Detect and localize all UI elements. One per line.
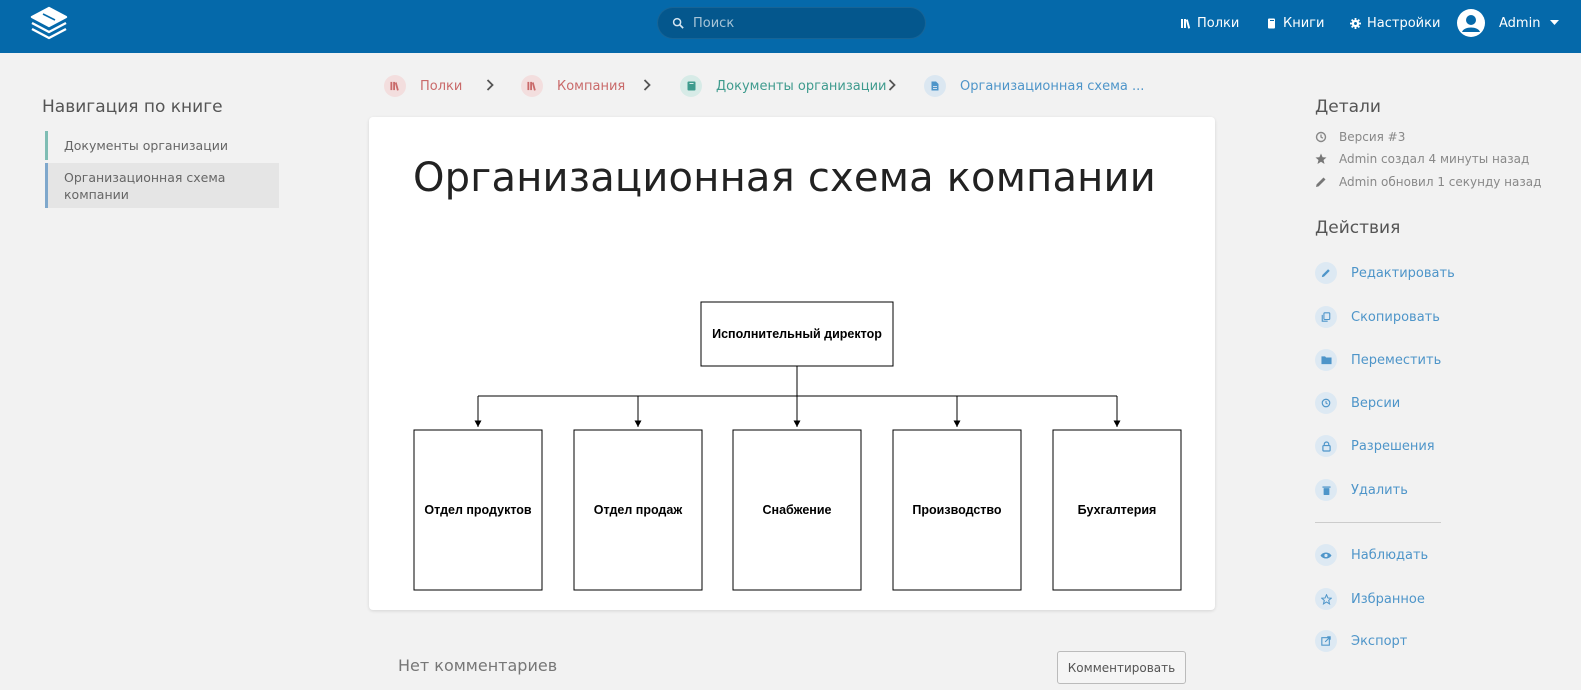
breadcrumb-book[interactable]: Документы организации bbox=[680, 74, 887, 98]
star-icon bbox=[1315, 588, 1337, 610]
page-content-card: Организационная схема компании Исполните… bbox=[369, 117, 1215, 610]
book-nav-item-chapter[interactable]: Документы организации bbox=[45, 131, 279, 160]
org-chart-department-box bbox=[1052, 429, 1182, 591]
action-label: Экспорт bbox=[1351, 633, 1408, 649]
folder-icon bbox=[1315, 349, 1337, 371]
action-label: Избранное bbox=[1351, 591, 1425, 607]
header-nav-label: Книги bbox=[1283, 15, 1325, 31]
org-chart-department-label: Отдел продаж bbox=[594, 503, 683, 517]
search-box[interactable] bbox=[657, 7, 926, 39]
copy-action[interactable]: Скопировать bbox=[1315, 306, 1440, 328]
page-title: Организационная схема компании bbox=[413, 155, 1156, 201]
history-icon bbox=[1315, 131, 1327, 143]
breadcrumb-shelf[interactable]: Компания bbox=[521, 74, 625, 98]
user-menu[interactable]: Admin bbox=[1457, 9, 1560, 37]
org-chart-department-box bbox=[573, 429, 703, 591]
breadcrumb-label: Полки bbox=[420, 78, 463, 94]
org-chart-root-label: Исполнительный директор bbox=[712, 327, 882, 341]
watch-action[interactable]: Наблюдать bbox=[1315, 544, 1428, 566]
org-chart-department-label: Производство bbox=[912, 503, 1002, 517]
header-nav-settings[interactable]: Настройки bbox=[1350, 0, 1440, 46]
edit-action[interactable]: Редактировать bbox=[1315, 262, 1455, 284]
user-name: Admin bbox=[1499, 15, 1541, 31]
action-label: Удалить bbox=[1351, 482, 1408, 498]
detail-updated: Admin обновил 1 секунду назад bbox=[1315, 175, 1541, 189]
chevron-right-icon bbox=[888, 79, 896, 91]
pencil-icon bbox=[1315, 262, 1337, 284]
book-nav-label: Организационная схема компании bbox=[64, 170, 226, 202]
gear-icon bbox=[1350, 17, 1361, 29]
action-label: Редактировать bbox=[1351, 265, 1455, 281]
shelf-icon bbox=[521, 75, 543, 97]
header-nav-label: Полки bbox=[1197, 15, 1240, 31]
actions-divider bbox=[1315, 522, 1441, 523]
top-header: Полки Книги Настройки Admin bbox=[0, 0, 1581, 53]
actions-title: Действия bbox=[1315, 218, 1401, 238]
details-title: Детали bbox=[1315, 97, 1381, 117]
header-nav-books[interactable]: Книги bbox=[1267, 0, 1324, 46]
eye-icon bbox=[1315, 544, 1337, 566]
delete-action[interactable]: Удалить bbox=[1315, 479, 1408, 501]
move-action[interactable]: Переместить bbox=[1315, 349, 1441, 371]
export-action[interactable]: Экспорт bbox=[1315, 630, 1407, 652]
breadcrumb-page[interactable]: Организационная схема ... bbox=[924, 74, 1144, 98]
org-chart-department-label: Отдел продуктов bbox=[424, 503, 532, 517]
detail-text: Admin создал 4 минуты назад bbox=[1339, 152, 1530, 166]
org-chart-department-label: Бухгалтерия bbox=[1078, 503, 1157, 517]
export-icon bbox=[1315, 630, 1337, 652]
copy-icon bbox=[1315, 306, 1337, 328]
header-nav-label: Настройки bbox=[1367, 15, 1441, 31]
chevron-right-icon bbox=[486, 79, 494, 91]
star-icon bbox=[1315, 153, 1327, 164]
favourite-action[interactable]: Избранное bbox=[1315, 588, 1425, 610]
add-comment-button[interactable]: Комментировать bbox=[1057, 651, 1186, 684]
breadcrumb-shelves[interactable]: Полки bbox=[384, 74, 462, 98]
chevron-down-icon bbox=[1550, 20, 1560, 25]
bookstack-logo-icon[interactable] bbox=[29, 5, 69, 41]
shelves-icon bbox=[1181, 18, 1191, 29]
history-icon bbox=[1315, 392, 1337, 414]
lock-icon bbox=[1315, 435, 1337, 457]
action-label: Скопировать bbox=[1351, 309, 1440, 325]
avatar bbox=[1457, 9, 1485, 37]
org-chart-department-label: Снабжение bbox=[763, 503, 832, 517]
search-icon bbox=[672, 17, 684, 29]
action-label: Версии bbox=[1351, 395, 1401, 411]
trash-icon bbox=[1315, 479, 1337, 501]
action-label: Наблюдать bbox=[1351, 547, 1429, 563]
detail-text: Admin обновил 1 секунду назад bbox=[1339, 175, 1542, 189]
book-nav-label: Документы организации bbox=[64, 138, 228, 153]
book-navigation-title: Навигация по книге bbox=[42, 97, 223, 117]
breadcrumb-label: Компания bbox=[557, 78, 626, 94]
shelves-icon bbox=[384, 75, 406, 97]
org-chart-department-box bbox=[892, 429, 1022, 591]
org-chart-department-box bbox=[413, 429, 543, 591]
org-chart-department-box bbox=[732, 429, 862, 591]
org-chart-diagram: Исполнительный директор Отдел продуктов … bbox=[413, 301, 1182, 591]
search-input[interactable] bbox=[693, 12, 913, 34]
action-label: Разрешения bbox=[1351, 438, 1435, 454]
book-icon bbox=[680, 75, 702, 97]
chevron-right-icon bbox=[643, 79, 651, 91]
books-icon bbox=[1268, 18, 1275, 28]
breadcrumb-label: Документы организации bbox=[716, 78, 887, 94]
comments-title: Нет комментариев bbox=[398, 656, 558, 675]
header-nav-shelves[interactable]: Полки bbox=[1181, 0, 1239, 46]
org-chart-root-box bbox=[700, 301, 894, 367]
permissions-action[interactable]: Разрешения bbox=[1315, 435, 1435, 457]
pencil-icon bbox=[1316, 177, 1326, 187]
detail-created: Admin создал 4 минуты назад bbox=[1315, 152, 1529, 166]
detail-revision[interactable]: Версия #3 bbox=[1315, 130, 1405, 144]
detail-text: Версия #3 bbox=[1339, 130, 1406, 144]
action-label: Переместить bbox=[1351, 352, 1442, 368]
book-nav-item-current-page[interactable]: Организационная схема компании bbox=[45, 163, 279, 208]
revisions-action[interactable]: Версии bbox=[1315, 392, 1400, 414]
page-icon bbox=[924, 75, 946, 97]
breadcrumb-label: Организационная схема ... bbox=[960, 78, 1145, 94]
